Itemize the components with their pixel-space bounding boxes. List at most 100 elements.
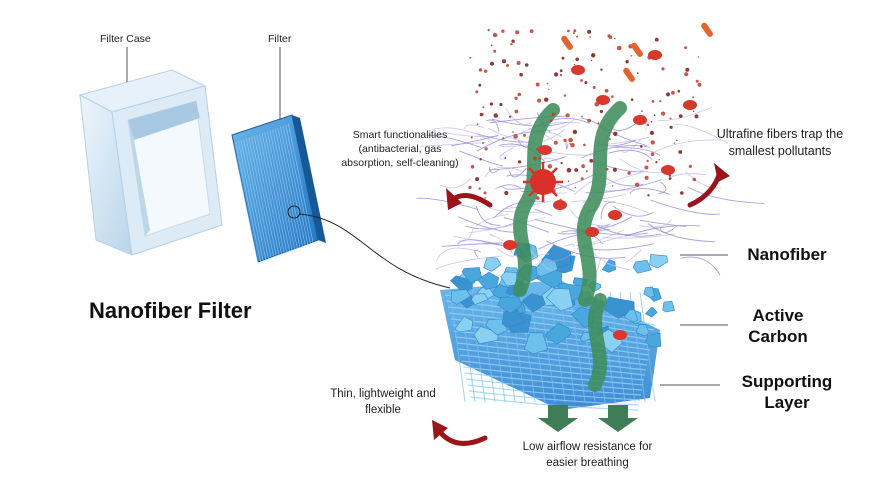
mesh-strand <box>639 291 656 403</box>
mesh-strand <box>449 312 653 341</box>
ultrafine-fibers-label: Ultrafine fibers trap the smallest pollu… <box>716 127 844 158</box>
pleat-line <box>280 126 306 247</box>
carbon-granule <box>623 309 638 323</box>
pleat-line <box>237 141 264 262</box>
fiber-strand <box>474 249 481 258</box>
fiber-strand <box>495 184 522 190</box>
mesh-strand <box>489 291 506 403</box>
dust-particle <box>692 110 695 113</box>
dust-particle <box>583 143 586 147</box>
dust-particle <box>581 164 585 169</box>
dust-particle <box>499 102 503 107</box>
dust-particle <box>478 187 481 190</box>
pleat-line <box>287 123 314 244</box>
dust-particle <box>559 69 563 73</box>
dust-particle <box>651 100 655 103</box>
pollutant-particles <box>468 22 713 340</box>
dust-particle <box>678 114 683 118</box>
dust-particle <box>608 35 613 39</box>
dust-particle <box>655 161 658 164</box>
dust-particle <box>482 106 485 109</box>
dust-particle <box>697 82 702 87</box>
dust-particle <box>589 158 594 163</box>
pleat-line <box>269 130 296 251</box>
fiber-strand <box>658 181 667 195</box>
pollen-particle <box>585 227 599 237</box>
dust-particle <box>695 79 699 83</box>
mesh-strand <box>465 378 642 396</box>
virus-icon <box>523 162 563 202</box>
fiber-strand <box>451 134 499 147</box>
dust-particle <box>572 32 575 35</box>
carbon-granule <box>477 271 500 290</box>
pleat-line <box>251 136 277 257</box>
dust-particle <box>478 83 482 87</box>
fiber-strand <box>614 146 661 157</box>
mesh-strand <box>459 291 476 403</box>
dust-particle <box>653 114 656 117</box>
dust-particle <box>484 147 488 151</box>
dust-particle <box>646 123 650 127</box>
dust-particle <box>501 29 505 33</box>
fiber-strand <box>489 207 543 213</box>
dust-particle <box>490 61 494 66</box>
arrow-heads <box>432 163 730 440</box>
carbon-granule <box>497 296 523 314</box>
dust-particle <box>692 96 695 99</box>
dust-particle <box>600 68 603 71</box>
dust-particle <box>573 29 577 33</box>
pleat-line <box>245 138 272 259</box>
dust-particle <box>573 63 576 66</box>
mesh-strand <box>464 372 643 391</box>
dust-particle <box>669 125 673 129</box>
carbon-granule <box>524 332 549 355</box>
carbon-granule <box>501 308 525 328</box>
dust-particle <box>553 72 559 77</box>
dust-particle <box>566 167 572 173</box>
pollen-particle <box>613 330 627 340</box>
pollen-particle <box>661 165 675 175</box>
dust-particle <box>492 32 498 38</box>
pleat-line <box>261 132 288 254</box>
fiber-strand <box>687 186 765 204</box>
mesh-strand <box>499 291 516 403</box>
dust-particle <box>574 186 577 189</box>
fiber-strand <box>508 167 527 178</box>
dust-particle <box>524 63 529 67</box>
carbon-granule <box>644 306 658 318</box>
dust-particle <box>587 118 591 123</box>
pleat-line <box>277 127 304 248</box>
dust-particle <box>680 191 684 195</box>
dust-particle <box>609 138 611 141</box>
dust-particle <box>523 133 526 137</box>
pollen-particle <box>571 65 585 75</box>
fiber-strand <box>459 150 504 167</box>
magnify-leader <box>299 213 451 289</box>
dust-particle <box>517 92 522 97</box>
dust-particle <box>515 30 520 35</box>
dust-particle <box>574 168 579 172</box>
dust-particle <box>587 29 592 34</box>
dust-particle <box>475 177 480 182</box>
pollen-particle <box>608 210 622 220</box>
dust-particle <box>697 56 699 58</box>
carbon-granule <box>635 324 650 337</box>
fiber-strand <box>475 205 501 226</box>
dust-particle <box>649 130 655 135</box>
fiber-strand <box>493 200 545 219</box>
mesh-strand <box>459 354 646 376</box>
fiber-strand <box>629 187 671 195</box>
pleat-line <box>243 139 269 260</box>
pleat-line <box>282 125 309 246</box>
mesh-strand <box>469 291 486 403</box>
dust-particle <box>483 69 488 73</box>
dust-particle <box>671 90 675 95</box>
supporting-mesh <box>444 291 656 411</box>
dust-particle <box>658 159 660 161</box>
dust-particle <box>468 185 472 190</box>
dust-particle <box>551 112 556 116</box>
dust-particle <box>546 82 549 85</box>
dust-particle <box>676 139 678 142</box>
smart-functionalities-label: Smart functionalities (antibacterial, ga… <box>341 129 459 170</box>
fiber-strand <box>420 142 486 147</box>
